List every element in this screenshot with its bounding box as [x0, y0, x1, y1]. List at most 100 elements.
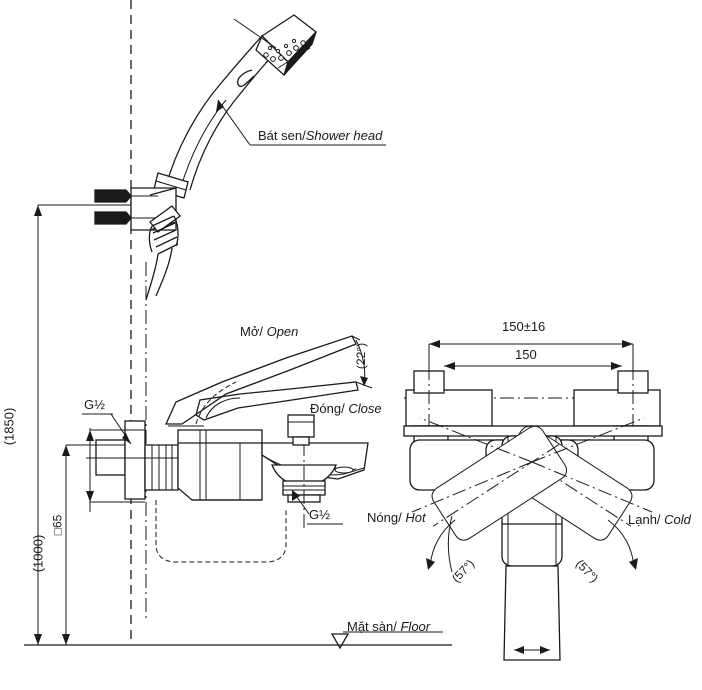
anchor-lower-body	[94, 211, 132, 225]
label-hot-en: Hot	[405, 510, 426, 525]
floor-level-symbol	[330, 633, 350, 650]
shower-handle-inner-curve	[189, 54, 274, 191]
shower-head-stroke-b	[277, 47, 311, 69]
front-escutcheon-left	[405, 389, 493, 427]
wall-anchor-lower	[94, 211, 158, 225]
dim-65-arrow-top	[86, 430, 94, 441]
swing-guide-left	[411, 461, 533, 513]
swing-arc-left	[447, 515, 453, 573]
leader-shower-head-line	[217, 99, 251, 146]
shower-hose	[145, 205, 181, 301]
leader-thread-inlet	[82, 413, 132, 445]
front-base-dim-arrow-left	[514, 646, 524, 654]
label-close-vi: Đóng/	[310, 401, 345, 416]
dim-text-square-65: □65	[50, 514, 65, 536]
leader-shower-head-arrow	[216, 100, 224, 112]
dimension-square-65	[86, 428, 145, 512]
leader-shower-head	[216, 99, 386, 146]
shower-head-face-side	[255, 34, 289, 77]
diverter-knob	[287, 414, 315, 438]
leader-outlet-arrow	[292, 490, 300, 501]
dim-150-arrow-right	[611, 362, 622, 370]
mixer-side-view	[86, 335, 373, 563]
shower-head-assembly	[153, 14, 317, 199]
dim-text-150-tolerance: 150±16	[502, 319, 546, 334]
label-cold: Lạnh/ Cold	[628, 513, 691, 526]
dim-1000-arrow-bottom	[62, 634, 70, 645]
label-floor-en: Floor	[400, 619, 431, 634]
shower-head-hook	[237, 69, 255, 88]
front-lever-right-outline	[431, 425, 568, 541]
lever-handle-open-inner	[195, 381, 237, 425]
hose-coil-spring	[148, 215, 179, 255]
label-cold-en: Cold	[664, 512, 691, 527]
swing-guide-right-up	[531, 417, 645, 463]
front-lever-right-axis	[432, 444, 560, 527]
dimension-150-nominal	[444, 362, 622, 370]
mixer-body-block	[177, 429, 263, 501]
label-hot-vi: Nóng/	[367, 510, 402, 525]
lever-angle-tick-top	[351, 335, 361, 341]
dimension-150-tolerance	[428, 340, 634, 372]
label-floor-vi: Mặt sàn/	[347, 619, 397, 634]
label-close: Đóng/ Close	[310, 402, 382, 415]
dimension-1000	[62, 444, 125, 645]
spout-aerator-mark	[334, 466, 354, 474]
dim-text-1850: (1850)	[1, 407, 17, 446]
lever-handle-closed-inner	[205, 397, 241, 419]
swing-arc-right-arrow	[629, 558, 638, 570]
dim-text-lever-tilt: (22°)	[354, 342, 369, 370]
label-thread-inlet: G½	[84, 397, 105, 412]
label-shower-head: Bát sen/Shower head	[258, 129, 382, 142]
shower-nozzle-band	[263, 38, 306, 62]
shower-handle-outer-curve	[165, 35, 263, 187]
dim-65-arrow-bottom	[86, 491, 94, 502]
hose-tail-inner	[155, 247, 173, 297]
label-shower-head-en: Shower head	[305, 128, 383, 143]
shower-handle-collar-line	[155, 180, 187, 191]
label-floor: Mặt sàn/ Floor	[347, 620, 430, 633]
swing-guide-left-up	[419, 417, 533, 463]
front-escutcheon-right	[573, 389, 661, 427]
leader-thread-outlet	[291, 489, 343, 525]
lever-handle-closed	[195, 381, 359, 421]
dim-150tol-arrow-right	[622, 340, 633, 348]
lever-handle-open	[164, 335, 357, 425]
dim-text-150-nominal: 150	[515, 347, 537, 362]
dim-150-arrow-left	[444, 362, 455, 370]
leader-inlet-arrow	[122, 433, 131, 444]
lever-angle-ref	[355, 381, 373, 389]
dim-1850-arrow-bottom	[34, 634, 42, 645]
label-shower-head-vi: Bát sen/	[258, 128, 306, 143]
label-open-en: Open	[266, 324, 299, 339]
bracket-top-chamfer	[149, 187, 177, 196]
label-thread-outlet: G½	[309, 507, 330, 522]
front-lever-grip	[503, 565, 561, 661]
hose-elbow	[149, 205, 181, 233]
label-hot: Nóng/ Hot	[367, 511, 426, 524]
dim-1000-arrow-top	[62, 445, 70, 456]
front-base-dim-arrow-right	[540, 646, 550, 654]
swing-arc-left-arrow	[426, 558, 435, 570]
wall-anchor-upper	[94, 189, 158, 203]
shower-head-stroke-a	[233, 18, 277, 49]
shower-handle-seam	[179, 99, 227, 191]
mixer-front-view	[403, 366, 663, 661]
label-open: Mở/ Open	[240, 325, 298, 338]
inlet-escutcheon	[124, 420, 146, 500]
diverter-stem	[292, 436, 310, 446]
label-open-vi: Mở/	[240, 324, 263, 339]
dim-150tol-arrow-left	[429, 340, 440, 348]
dimension-1850	[34, 204, 131, 645]
hose-tail	[145, 253, 159, 301]
front-lever-rotated-right	[431, 425, 568, 541]
anchor-upper-body	[94, 189, 132, 203]
lever-angle-arrow	[360, 376, 368, 386]
label-close-en: Close	[348, 401, 382, 416]
inlet-nipple	[144, 444, 179, 491]
label-cold-vi: Lạnh/	[628, 512, 661, 527]
dim-text-1000: (1000)	[30, 534, 46, 573]
dim-1850-arrow-top	[34, 205, 42, 216]
swing-guide-right	[531, 461, 653, 513]
